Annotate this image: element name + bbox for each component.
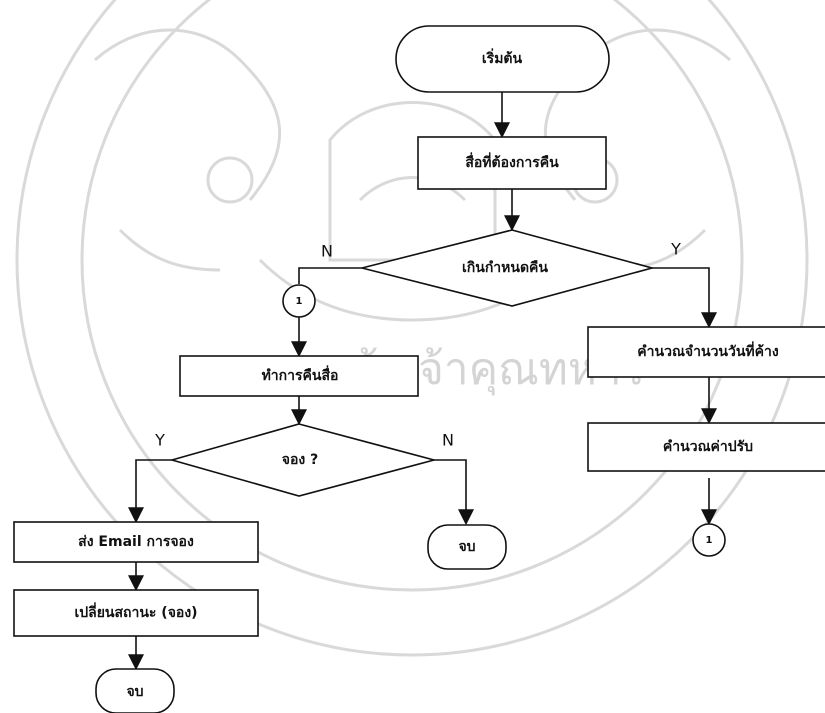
reserved-yes-line <box>128 459 172 524</box>
calc-days-label: คำนวณจำนวนวันที่ค้าง <box>637 341 779 360</box>
overdue-decision-label: เกินกำหนดคืน <box>462 260 548 276</box>
connector-1-left-label: 1 <box>296 296 303 307</box>
do-return-label: ทำการคืนสื่อ <box>262 365 339 384</box>
overdue-no-line <box>298 267 362 284</box>
start-terminator-label: เริ่มต้น <box>482 48 523 67</box>
reserved-no-line <box>434 459 474 526</box>
calc-fine-process <box>587 422 825 472</box>
reserved-yes-label: Y <box>154 431 165 450</box>
reserved-decision-label: จอง ? <box>282 452 318 468</box>
overdue-decision <box>361 229 656 307</box>
connector-1-right <box>692 523 726 557</box>
change-status-process <box>13 589 259 637</box>
reserved-decision <box>169 423 438 497</box>
calc-days-process <box>587 326 825 378</box>
end-terminator-right <box>427 524 507 570</box>
overdue-yes-label: Y <box>670 240 681 259</box>
watermark-seal <box>15 0 809 657</box>
end-terminator-left <box>95 668 175 713</box>
do-return-process <box>179 355 419 397</box>
connector-1-right-label: 1 <box>706 535 713 546</box>
send-email-label: ส่ง Email การจอง <box>78 534 194 550</box>
select-return-label: สื่อที่ต้องการคืน <box>465 152 559 171</box>
calc-fine-label: คำนวณค่าปรับ <box>663 439 753 455</box>
overdue-yes-line <box>652 267 717 329</box>
end-terminator-right-label: จบ <box>458 539 475 555</box>
change-status-label: เปลี่ยนสถานะ (จอง) <box>74 602 197 621</box>
reserved-no-label: N <box>442 431 454 450</box>
end-terminator-left-label: จบ <box>126 684 143 700</box>
overdue-no-label: N <box>321 242 333 261</box>
